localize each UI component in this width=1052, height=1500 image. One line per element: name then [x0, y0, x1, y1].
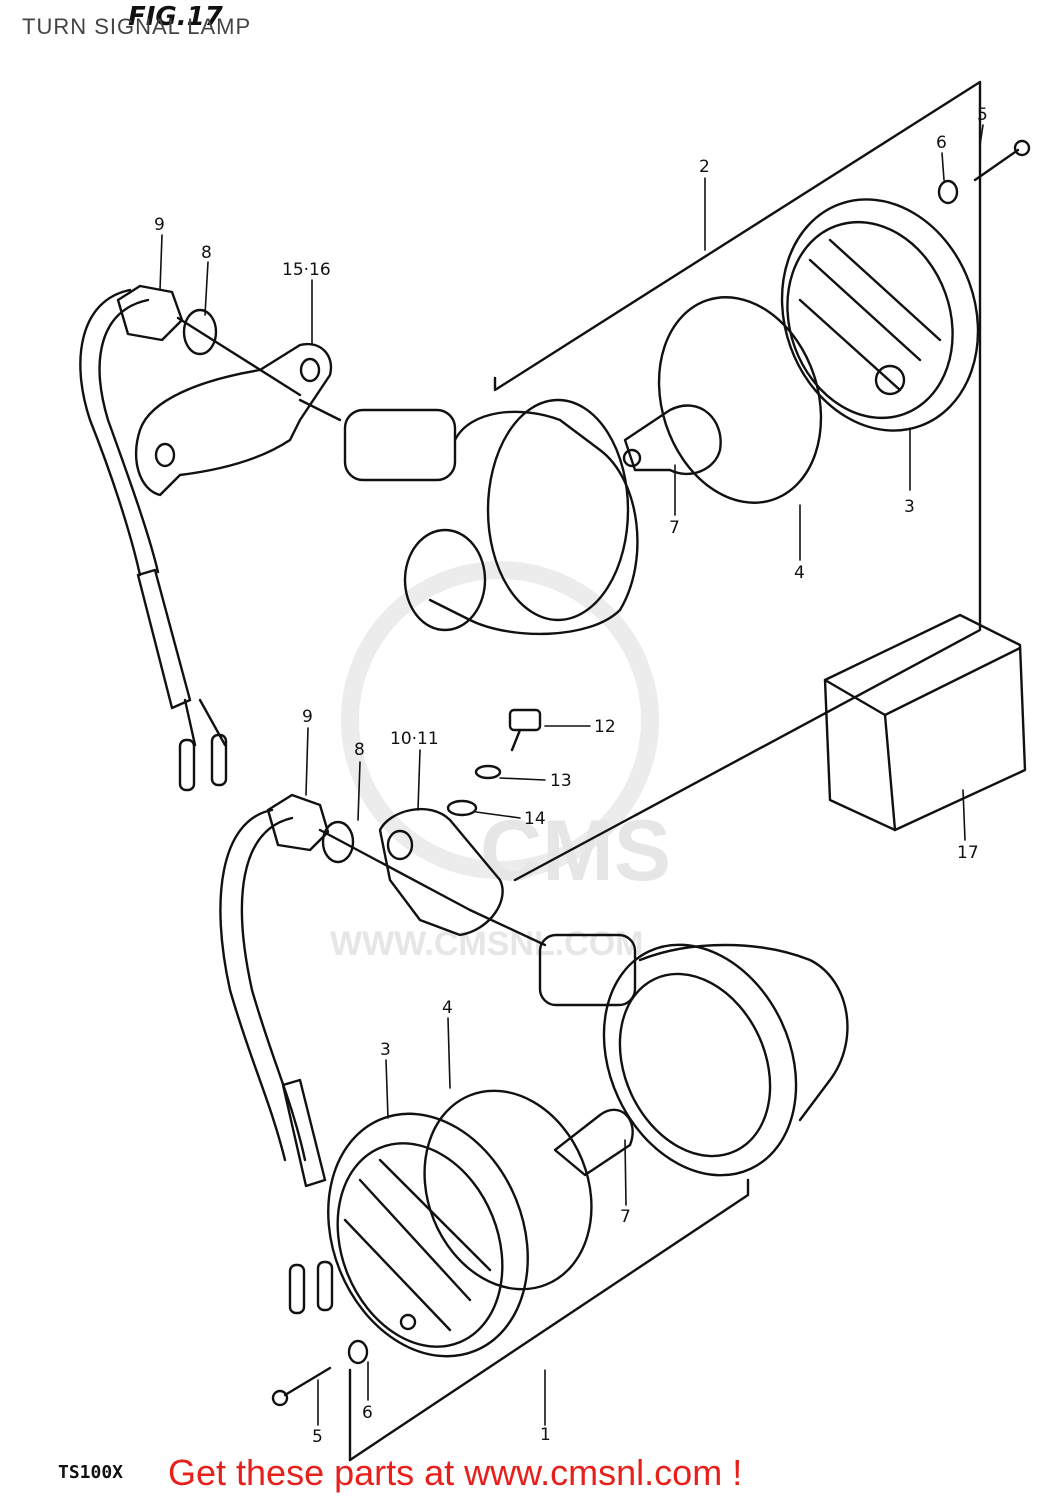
upper-screw-washer	[937, 179, 959, 205]
lower-screw-washer	[347, 1339, 369, 1365]
lock-washer	[474, 764, 502, 780]
callout-6-lower: 6	[362, 1403, 373, 1423]
callout-7-upper: 7	[669, 518, 680, 538]
callout-4-lower: 4	[442, 998, 453, 1018]
callout-15-16: 15·16	[282, 260, 331, 280]
upper-screw	[973, 139, 1031, 182]
lower-bracket	[378, 807, 504, 937]
callout-2: 2	[699, 157, 710, 177]
upper-wire	[79, 288, 228, 792]
callout-3-upper: 3	[904, 497, 915, 517]
promo-link[interactable]: Get these parts at www.cmsnl.com !	[168, 1452, 743, 1493]
callouts: 9 8 15·16 2 6 5 3 4 7 17 12 13 14 10·11 …	[154, 105, 988, 1447]
lower-bulb	[553, 1108, 634, 1177]
flat-washer	[446, 799, 478, 817]
callout-7-lower: 7	[620, 1207, 631, 1227]
callout-6-upper: 6	[936, 133, 947, 153]
watermark-url: WWW.CMSNL.COM	[330, 925, 644, 963]
callout-8-upper: 8	[201, 243, 212, 263]
callout-9-upper: 9	[154, 215, 165, 235]
callout-5-upper: 5	[977, 105, 988, 125]
watermark-brand: CMS	[480, 803, 671, 899]
upper-housing	[298, 398, 639, 636]
lower-washer	[321, 820, 355, 864]
callout-13: 13	[550, 771, 572, 791]
lower-grouping-bracket	[348, 1178, 750, 1462]
figure-label: FIG.17	[128, 2, 223, 32]
lower-housing	[468, 908, 849, 1177]
lower-screw	[271, 1366, 332, 1407]
callout-10-11: 10·11	[390, 729, 439, 749]
bolt	[508, 708, 542, 752]
upper-nut	[116, 284, 302, 397]
upper-lens	[780, 198, 980, 432]
callout-4-upper: 4	[794, 563, 805, 583]
callout-3-lower: 3	[380, 1040, 391, 1060]
upper-bulb	[622, 404, 722, 476]
upper-bracket	[134, 342, 333, 497]
upper-grouping-bracket	[493, 80, 982, 882]
model-label: TS100X	[58, 1462, 124, 1483]
upper-gasket	[657, 296, 823, 504]
lower-gasket	[423, 1089, 593, 1291]
callout-9-lower: 9	[302, 707, 313, 727]
flasher-relay	[823, 613, 1027, 832]
callout-5-lower: 5	[312, 1427, 323, 1447]
callout-17: 17	[957, 843, 979, 863]
lower-wire	[219, 808, 334, 1315]
lower-lens	[327, 1112, 529, 1358]
callout-12: 12	[594, 717, 616, 737]
callout-14: 14	[524, 809, 546, 829]
upper-washer	[182, 308, 218, 356]
callout-8-lower: 8	[354, 740, 365, 760]
lower-nut	[266, 793, 472, 912]
callout-1: 1	[540, 1425, 551, 1445]
page-title: TURN SIGNAL LAMP	[22, 14, 252, 39]
leader-lines	[159, 124, 984, 1426]
